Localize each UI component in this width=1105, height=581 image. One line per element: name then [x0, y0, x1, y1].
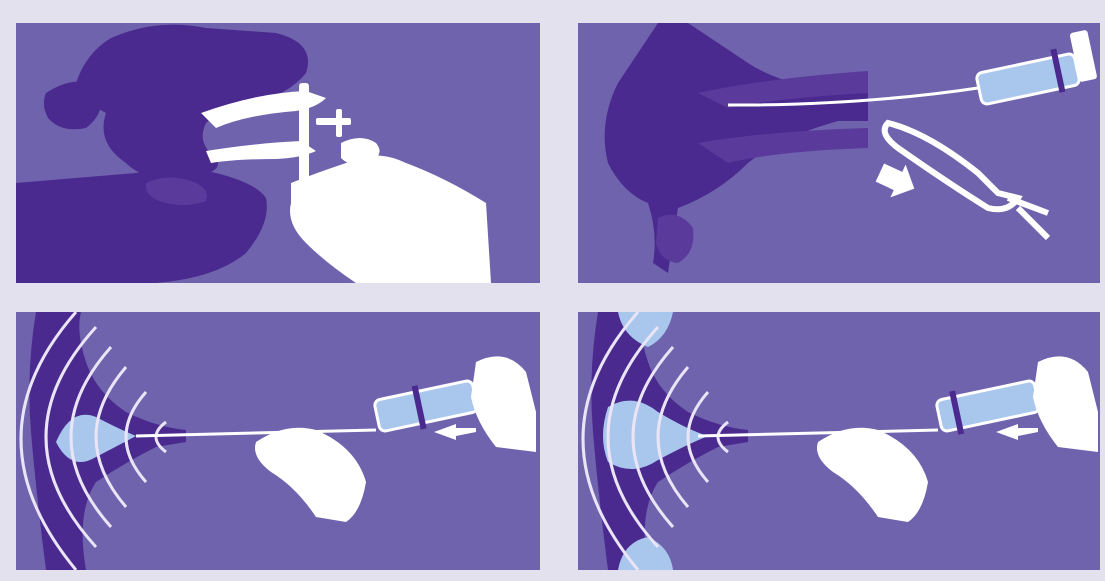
- fluid-filled-ultrasound-illustration: [578, 312, 1100, 570]
- panel-step-2-catheter-placement: [578, 23, 1100, 283]
- uterus-icon: [605, 23, 868, 273]
- syringe-icon: [936, 380, 1040, 435]
- arrow-icon: [996, 424, 1038, 440]
- arrow-icon: [872, 156, 922, 205]
- syringe-icon: [374, 380, 478, 432]
- ultrasound-injection-illustration: [16, 312, 540, 570]
- panel-step-1-speculum-insertion: [16, 23, 540, 283]
- gloved-hand-icon: [255, 356, 536, 522]
- panel-step-3-ultrasound-injection: [16, 312, 540, 570]
- panel-step-4-fluid-filled-ultrasound: [578, 312, 1100, 570]
- catheter-placement-illustration: [578, 23, 1100, 283]
- arrow-icon: [434, 424, 476, 440]
- syringe-icon: [976, 30, 1098, 105]
- gloved-hand-icon: [290, 138, 491, 283]
- gloved-hand-icon: [817, 356, 1098, 522]
- speculum-insertion-illustration: [16, 23, 540, 283]
